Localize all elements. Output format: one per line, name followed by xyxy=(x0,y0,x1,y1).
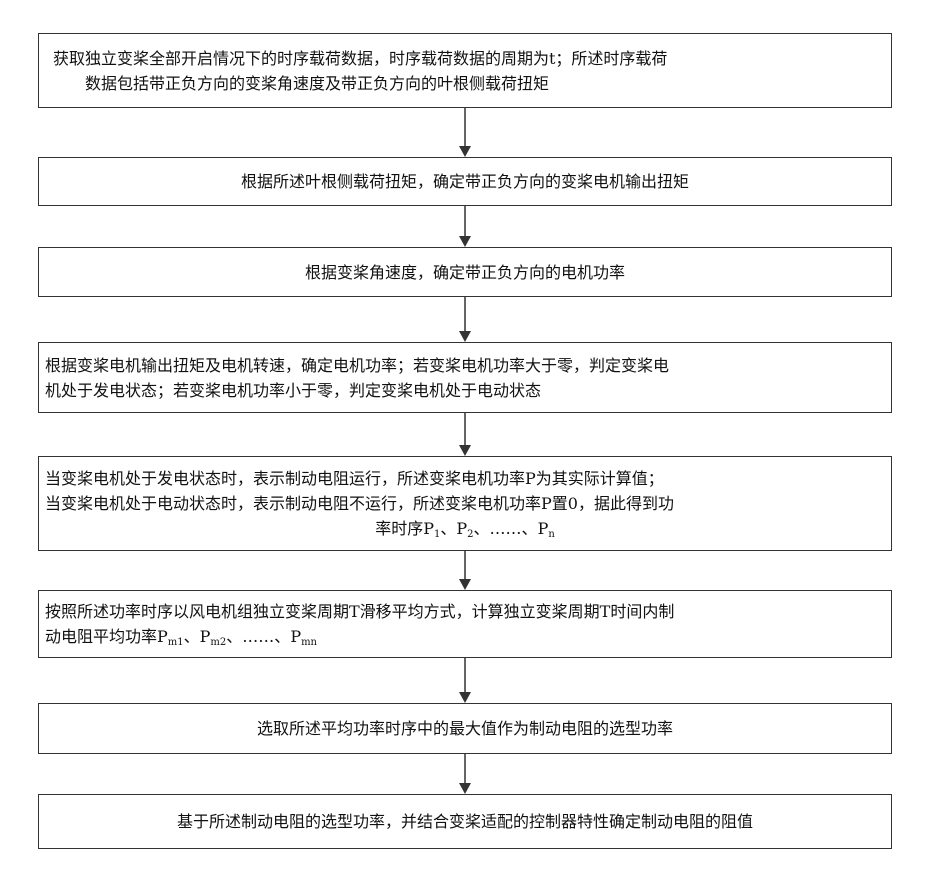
step-5-box: 当变桨电机处于发电状态时，表示制动电阻运行，所述变桨电机功率P为其实际计算值； … xyxy=(38,456,892,551)
step-5-sep-1: 、 xyxy=(440,519,456,538)
step-4-line-2: 机处于发电状态；若变桨电机功率小于零，判定变桨电机处于电动状态 xyxy=(45,378,885,403)
step-3-line-1: 根据变桨角速度，确定带正负方向的电机功率 xyxy=(45,260,885,285)
step-6-line-2: 动电阻平均功率Pm1、Pm2、……、Pmn xyxy=(45,624,885,649)
step-6-line-1: 按照所述功率时序以风电机组独立变桨周期T滑移平均方式，计算独立变桨周期T时间内制 xyxy=(45,599,885,624)
step-6-sep-2: 、 xyxy=(226,627,242,646)
step-1-line-1: 获取独立变桨全部开启情况下的时序载荷数据，时序载荷数据的周期为t；所述时序载荷 xyxy=(53,46,885,71)
step-5-seq-item-3: …… xyxy=(490,519,522,538)
step-7-box: 选取所述平均功率时序中的最大值作为制动电阻的选型功率 xyxy=(38,703,892,754)
step-2-box: 根据所述叶根侧载荷扭矩，确定带正负方向的变桨电机输出扭矩 xyxy=(38,157,892,206)
arrowhead-3-4 xyxy=(459,331,471,342)
step-2-line-1: 根据所述叶根侧载荷扭矩，确定带正负方向的变桨电机输出扭矩 xyxy=(45,169,885,194)
step-5-sep-2: 、 xyxy=(474,519,490,538)
step-1-box: 获取独立变桨全部开启情况下的时序载荷数据，时序载荷数据的周期为t；所述时序载荷 … xyxy=(38,33,892,108)
step-5-line-1: 当变桨电机处于发电状态时，表示制动电阻运行，所述变桨电机功率P为其实际计算值； xyxy=(45,466,885,491)
arrowhead-1-2 xyxy=(459,146,471,157)
step-6-seq-item-1: Pm1 xyxy=(157,627,184,646)
step-8-box: 基于所述制动电阻的选型功率，并结合变桨适配的控制器特性确定制动电阻的阻值 xyxy=(38,794,892,849)
step-6-seq-prefix: 动电阻平均功率 xyxy=(45,627,157,646)
arrowhead-4-5 xyxy=(459,445,471,456)
step-6-seq-item-4: Pmn xyxy=(290,627,317,646)
step-1-line-2: 数据包括带正负方向的变桨角速度及带正负方向的叶根侧载荷扭矩 xyxy=(53,71,885,96)
step-3-box: 根据变桨角速度，确定带正负方向的电机功率 xyxy=(38,247,892,297)
step-6-sep-3: 、 xyxy=(274,627,290,646)
step-6-seq-item-2: Pm2 xyxy=(200,627,227,646)
step-5-seq-item-1: P1 xyxy=(423,519,440,538)
step-5-seq-item-2: P2 xyxy=(456,519,473,538)
step-5-line-3: 率时序P1、P2、……、Pn xyxy=(45,516,885,541)
arrowhead-7-8 xyxy=(459,783,471,794)
arrowhead-5-6 xyxy=(459,579,471,590)
step-5-sep-3: 、 xyxy=(522,519,538,538)
step-4-line-1: 根据变桨电机输出扭矩及电机转速，确定电机功率；若变桨电机功率大于零，判定变桨电 xyxy=(45,353,885,378)
arrowhead-6-7 xyxy=(459,692,471,703)
step-5-line-2: 当变桨电机处于电动状态时，表示制动电阻不运行，所述变桨电机功率P置0，据此得到功 xyxy=(45,491,885,516)
step-7-line-1: 选取所述平均功率时序中的最大值作为制动电阻的选型功率 xyxy=(45,716,885,741)
step-5-seq-prefix: 率时序 xyxy=(375,519,423,538)
step-4-box: 根据变桨电机输出扭矩及电机转速，确定电机功率；若变桨电机功率大于零，判定变桨电 … xyxy=(38,342,892,413)
step-5-seq-item-4: Pn xyxy=(538,519,555,538)
step-6-sep-1: 、 xyxy=(184,627,200,646)
step-6-seq-item-3: …… xyxy=(242,627,274,646)
arrowhead-2-3 xyxy=(459,236,471,247)
step-8-line-1: 基于所述制动电阻的选型功率，并结合变桨适配的控制器特性确定制动电阻的阻值 xyxy=(45,809,885,834)
step-6-box: 按照所述功率时序以风电机组独立变桨周期T滑移平均方式，计算独立变桨周期T时间内制… xyxy=(38,590,892,658)
